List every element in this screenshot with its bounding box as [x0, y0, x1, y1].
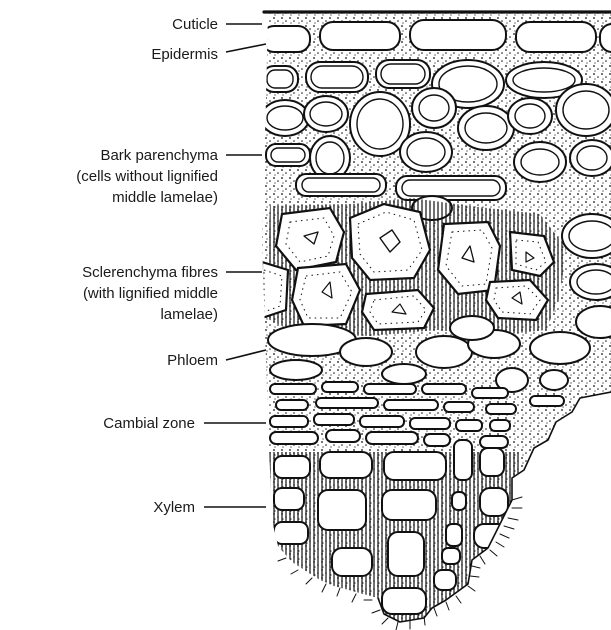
label-sclerenchyma-fibres: Sclerenchyma fibres (with lignified midd…: [82, 264, 262, 323]
label-bark-parenchyma-line-3: middle lamelae): [112, 189, 218, 206]
label-sclerenchyma-line-2: (with lignified middle: [83, 285, 218, 302]
label-xylem: Xylem: [153, 499, 266, 516]
label-xylem-text: Xylem: [153, 499, 195, 516]
label-phloem: Phloem: [167, 350, 266, 369]
label-sclerenchyma-line-3: lamelae): [160, 306, 218, 323]
tissue-block: [250, 12, 611, 630]
label-sclerenchyma-line-1: Sclerenchyma fibres: [82, 264, 218, 281]
label-cuticle: Cuticle: [172, 16, 262, 33]
label-epidermis: Epidermis: [151, 44, 266, 63]
label-cambial-zone-text: Cambial zone: [103, 415, 195, 432]
sclerenchyma-fibres: [262, 198, 566, 336]
label-bark-parenchyma-line-1: Bark parenchyma: [100, 147, 218, 164]
label-bark-parenchyma: Bark parenchyma (cells without lignified…: [76, 147, 262, 206]
label-epidermis-text: Epidermis: [151, 46, 218, 63]
label-cuticle-text: Cuticle: [172, 16, 218, 33]
label-phloem-text: Phloem: [167, 352, 218, 369]
label-cambial-zone: Cambial zone: [103, 415, 266, 432]
label-bark-parenchyma-line-2: (cells without lignified: [76, 168, 218, 185]
xylem-cells: [266, 440, 520, 630]
